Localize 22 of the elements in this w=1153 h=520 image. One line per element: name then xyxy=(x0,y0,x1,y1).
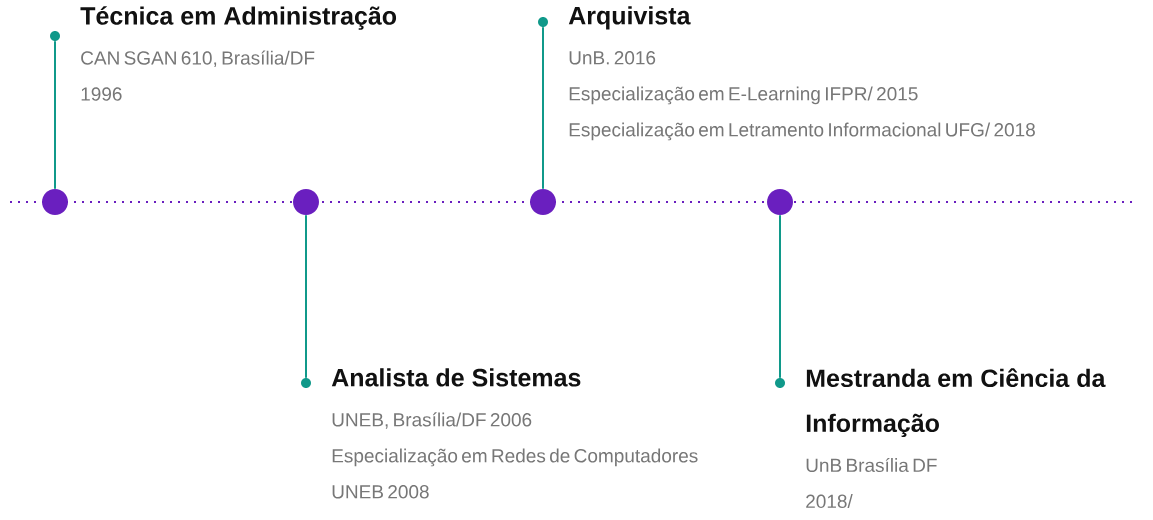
entry-heading: Arquivista xyxy=(568,6,691,30)
timeline-dot xyxy=(293,189,319,215)
entry-detail: UnB. 2016 xyxy=(569,51,656,65)
entry-detail: UnB Brasília DF xyxy=(806,457,937,473)
timeline-dot xyxy=(767,189,793,215)
entry-detail: UNEB, Brasília/DF 2006 xyxy=(332,412,532,429)
entry-detail: Especialização em Letramento Informacional UFG/ 2018 xyxy=(569,122,1035,141)
entry-detail: 2018/ xyxy=(806,494,853,509)
timeline-dot xyxy=(42,189,68,215)
entry-detail: UNEB 2008 xyxy=(332,485,429,499)
entry-detail: 1996 xyxy=(81,87,122,101)
connector-line xyxy=(779,214,781,379)
entry-heading: Analista de Sistemas xyxy=(331,368,581,387)
connector-line xyxy=(54,40,56,190)
entry-heading: Técnica em Administração xyxy=(80,6,397,30)
entry-detail: CAN SGAN 610, Brasília/DF xyxy=(81,50,315,67)
entry-detail: Especialização em E-Learning IFPR/ 2015 xyxy=(569,86,918,105)
entry-heading: Mestranda em Ciência da Informação xyxy=(806,368,1106,438)
entry-detail: Especialização em Redes de Computadores xyxy=(332,448,698,467)
connector-line xyxy=(542,26,544,190)
connector-line xyxy=(305,214,307,379)
timeline-dot xyxy=(530,189,556,215)
